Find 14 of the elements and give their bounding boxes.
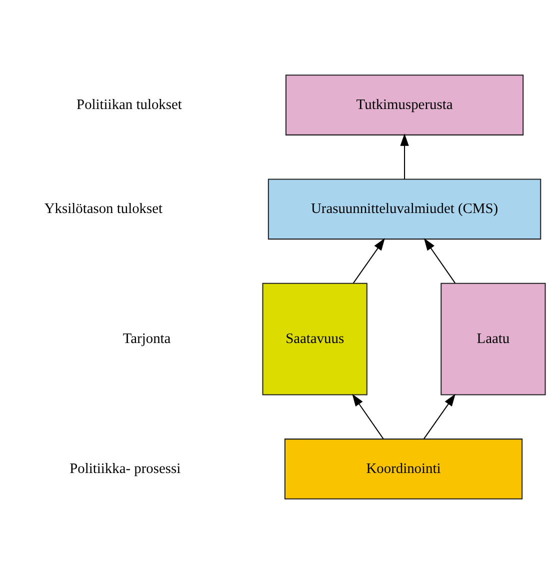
label: Tarjonta	[122, 330, 171, 347]
arrow	[400, 134, 409, 180]
node-box: Saatavuus	[262, 282, 368, 396]
arrow	[352, 238, 385, 284]
node-box: Urasuunnitteluvalmiudet (CMS)	[268, 178, 542, 240]
label: Yksilötason tulokset	[44, 200, 163, 217]
arrow	[352, 394, 384, 440]
label: Politiikka- prosessi	[70, 460, 181, 477]
arrow	[424, 238, 456, 284]
node-box: Koordinointi	[284, 438, 523, 500]
node-box: Laatu	[440, 282, 546, 396]
node-box: Tutkimusperusta	[285, 74, 524, 136]
arrow	[423, 394, 456, 440]
label: Politiikan tulokset	[76, 96, 182, 113]
